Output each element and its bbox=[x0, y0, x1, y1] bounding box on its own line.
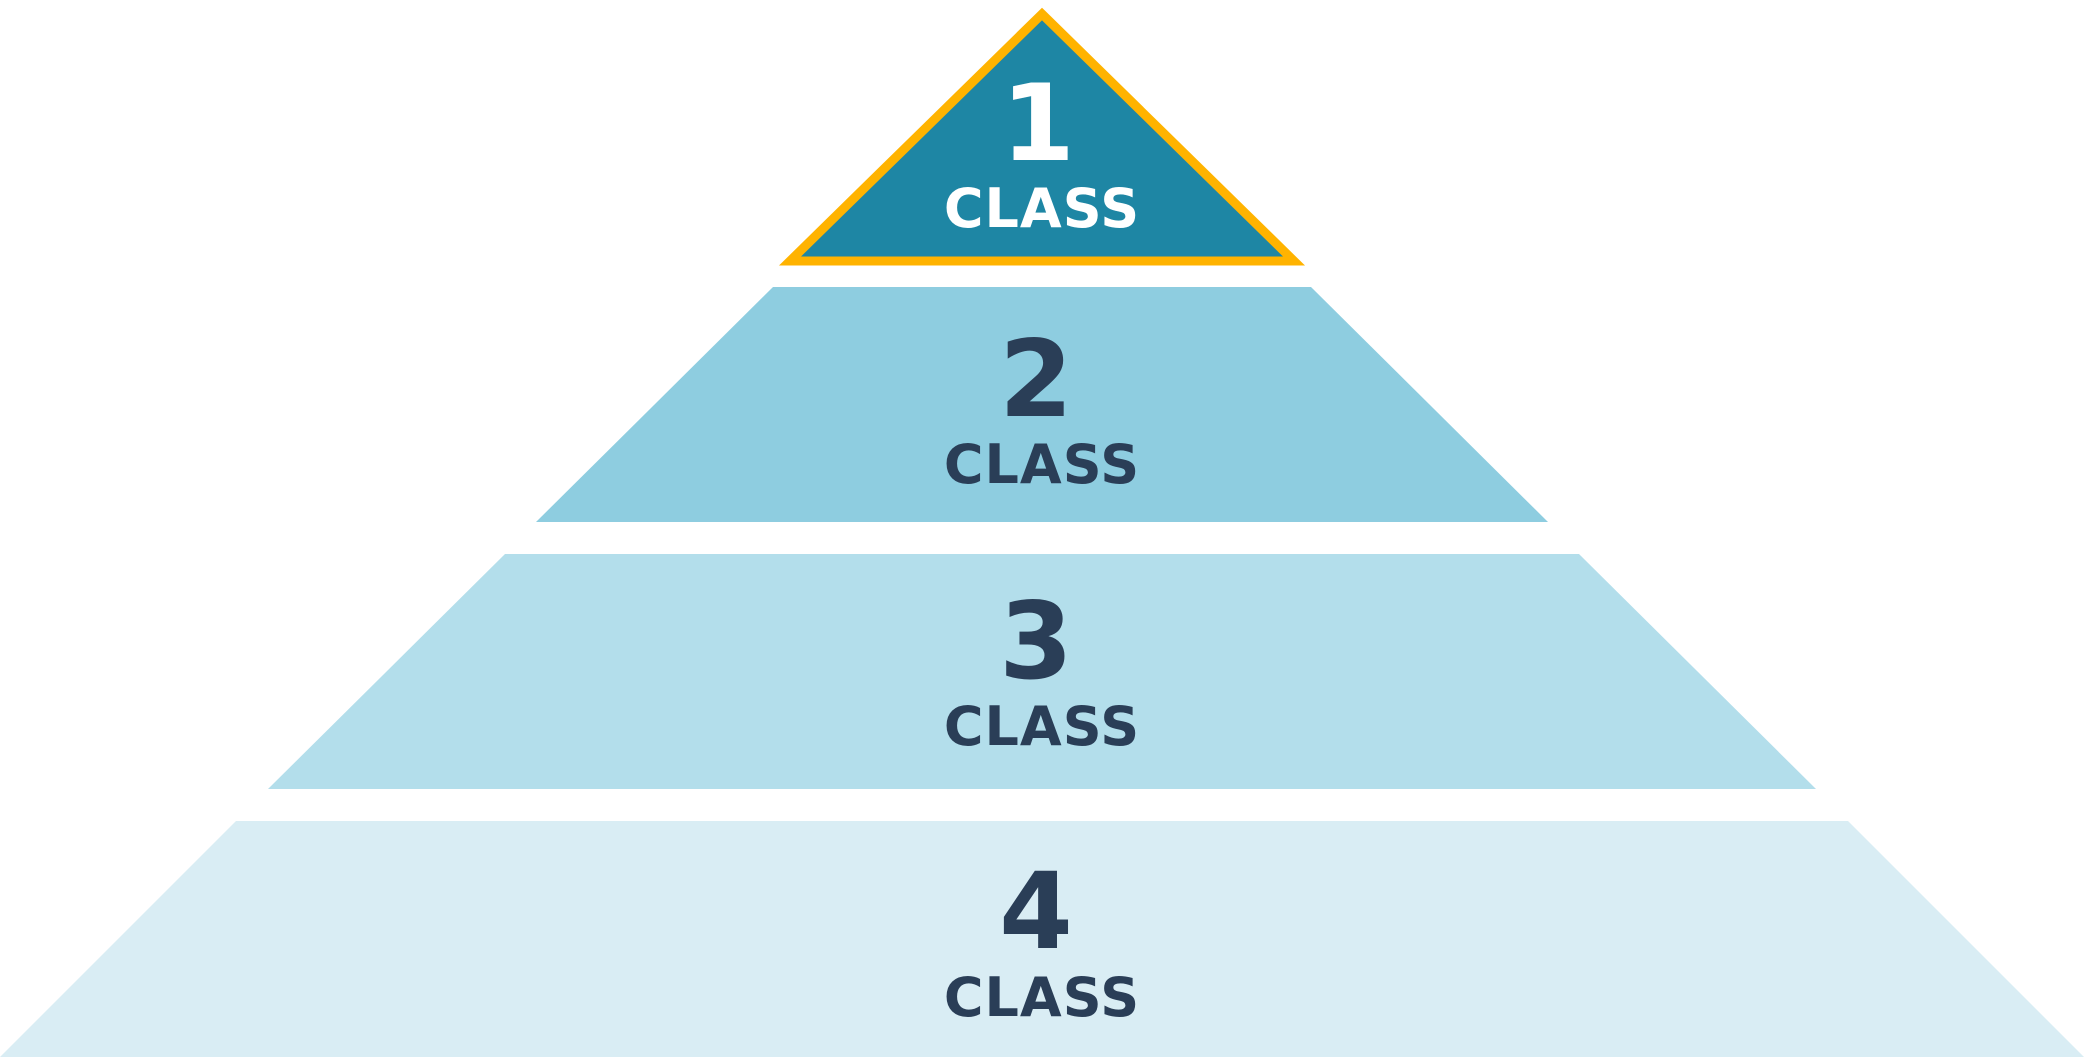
pyramid-tier-1: 1 CLASS bbox=[778, 7, 1306, 266]
pyramid-tier-4-label: CLASS bbox=[944, 966, 1140, 1029]
pyramid-tier-3: 3 CLASS bbox=[268, 554, 1816, 789]
pyramid-tier-1-label: CLASS bbox=[944, 177, 1140, 240]
pyramid-tier-2-label: CLASS bbox=[944, 433, 1140, 496]
pyramid-tier-2-number: 2 bbox=[999, 318, 1073, 441]
pyramid-tier-1-number: 1 bbox=[1001, 62, 1075, 185]
pyramid-tier-1-shape bbox=[778, 7, 1306, 266]
pyramid-tier-4-shape bbox=[0, 821, 2084, 1057]
pyramid-tier-3-label: CLASS bbox=[944, 695, 1140, 758]
pyramid-tier-3-number: 3 bbox=[999, 580, 1073, 703]
pyramid-tier-4-number: 4 bbox=[999, 850, 1073, 973]
pyramid-tier-3-shape bbox=[268, 554, 1816, 789]
pyramid-tier-4: 4 CLASS bbox=[0, 821, 2084, 1057]
pyramid-tier-2: 2 CLASS bbox=[536, 287, 1548, 522]
pyramid-tier-2-shape bbox=[536, 287, 1548, 522]
